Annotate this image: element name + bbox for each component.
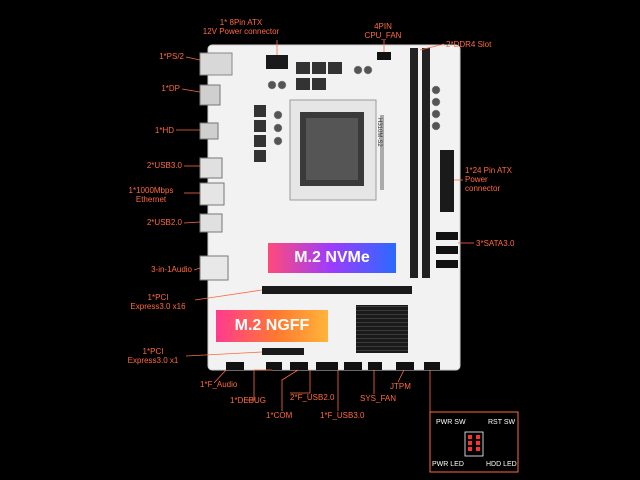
pcie-x16-slot — [262, 286, 412, 294]
vrm-chokes — [254, 62, 342, 162]
dp-port — [199, 84, 221, 106]
label-f-usb30: 1*F_USB3.0 — [320, 411, 365, 420]
pcie-x1-slot — [262, 348, 304, 355]
label-usb20: 2*USB2.0 — [146, 218, 182, 227]
sata-ports — [436, 232, 458, 268]
ps2-port — [199, 52, 233, 76]
bottom-headers — [226, 362, 440, 370]
label-atx24-line2: Power — [465, 175, 488, 184]
label-f-usb20: 2*F_USB2.0 — [290, 393, 335, 402]
label-pcie-x1-line1: 1*PCI — [142, 347, 164, 356]
label-pcie-x1: 1*PCI Express3.0 x1 — [120, 347, 186, 365]
label-com: 1*COM — [266, 411, 293, 420]
label-ps2: 1*PS/2 — [159, 52, 184, 61]
usb20-port — [199, 213, 223, 233]
label-hdd-led: HDD LED — [486, 461, 517, 468]
atx-24pin-connector — [440, 150, 454, 212]
label-hd: 1*HD — [154, 126, 174, 135]
label-pwr-sw: PWR SW — [436, 419, 466, 426]
label-sata: 3*SATA3.0 — [476, 239, 515, 248]
cpu-fan-header — [377, 52, 391, 60]
label-atx24-line3: connector — [465, 184, 501, 193]
label-pcie-x16-line1: 1*PCI — [147, 293, 169, 302]
label-usb30: 2*USB3.0 — [146, 161, 182, 170]
front-panel-pins — [468, 435, 480, 451]
label-ethernet: 1*1000Mbps Ethernet — [120, 186, 182, 204]
leader-lines — [176, 40, 474, 412]
label-f-audio: 1*F_Audio — [200, 380, 238, 389]
nvme-badge-bg — [268, 243, 396, 273]
dimm-slot-1 — [410, 48, 418, 278]
front-panel-header-box — [429, 411, 519, 473]
audio-port — [199, 255, 229, 281]
label-jtpm: JTPM — [390, 382, 411, 391]
usb30-port — [199, 157, 223, 179]
label-cpu-fan-line2: CPU_FAN — [364, 31, 402, 40]
hdmi-port — [199, 122, 219, 140]
label-atx24-line1: 1*24 Pin ATX — [465, 166, 512, 175]
label-cpu-fan: 4PIN CPU_FAN — [358, 22, 408, 40]
atx-8pin-connector — [266, 55, 288, 69]
chipset-heatsink — [356, 305, 408, 353]
label-atx24: 1*24 Pin ATX Power connector — [465, 166, 512, 193]
label-pcie-x16-line2: Express3.0 x16 — [130, 302, 186, 311]
label-ddr4: 2*DDR4 Slot — [446, 40, 492, 49]
nvme-badge: M.2 NVMe — [294, 249, 370, 266]
dimm-slot-2 — [422, 48, 430, 278]
label-dp: 1*DP — [161, 84, 180, 93]
label-cpu-fan-line1: 4PIN — [374, 22, 392, 31]
label-ethernet-line1: 1*1000Mbps — [128, 186, 174, 195]
label-pcie-x1-line2: Express3.0 x1 — [127, 356, 179, 365]
ngff-badge: M.2 NGFF — [234, 317, 310, 334]
label-pwr-led: PWR LED — [432, 461, 464, 468]
label-pcie-x16: 1*PCI Express3.0 x16 — [120, 293, 196, 311]
label-ethernet-line2: Ethernet — [135, 195, 167, 204]
ethernet-port — [199, 182, 225, 206]
label-debug: 1*DEBUG — [230, 396, 267, 405]
label-rst-sw: RST SW — [488, 419, 516, 426]
board-model-text: H310M-S2 — [376, 118, 382, 147]
label-8pin-atx-line1: 1* 8Pin ATX — [219, 18, 263, 27]
label-sys-fan: SYS_FAN — [360, 394, 397, 403]
capacitors — [267, 65, 441, 146]
label-audio: 3-in-1Audio — [151, 265, 192, 274]
label-8pin-atx: 1* 8Pin ATX 12V Power connector — [196, 18, 286, 36]
ngff-badge-bg — [216, 310, 328, 342]
label-8pin-atx-line2: 12V Power connector — [202, 27, 280, 36]
